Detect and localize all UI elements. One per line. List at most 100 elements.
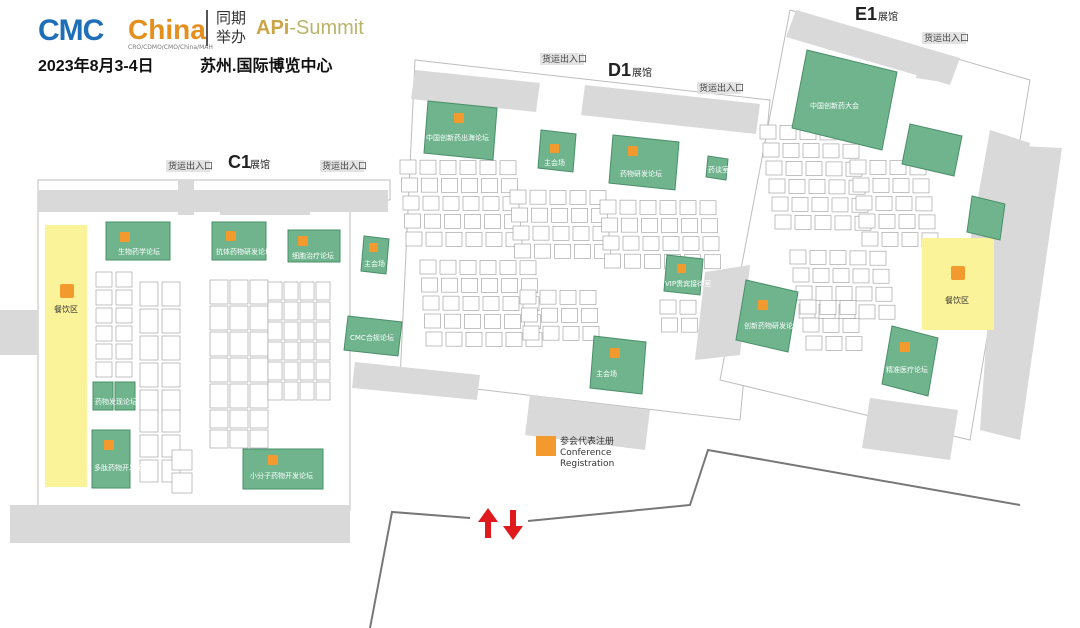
zone-icon [120, 232, 130, 242]
dock-box [320, 160, 364, 172]
booth [832, 268, 850, 283]
food-zone-label: 餐饮区 [54, 304, 78, 314]
booth [95, 361, 113, 378]
food-zone-c1 [45, 225, 87, 487]
booth [249, 383, 269, 409]
booth [659, 200, 677, 215]
green-zone-label: 中国创新药出海论坛 [426, 133, 489, 142]
green-zone [791, 49, 898, 151]
booth [315, 381, 331, 401]
booth [161, 409, 181, 433]
booth [249, 409, 269, 429]
dock-labels: 货运出入口 货运出入口 货运出入口 货运出入口 货运出入口 [166, 32, 969, 172]
booth [209, 409, 229, 429]
booth [399, 159, 417, 175]
booth [229, 357, 249, 383]
booth [229, 383, 249, 409]
booth [642, 236, 660, 251]
booth [624, 253, 641, 269]
zone-icon [454, 113, 464, 123]
booth [267, 341, 283, 361]
booth [819, 299, 837, 315]
wall-segment [525, 395, 650, 450]
event-venue: 苏州.国际博览中心 [200, 58, 333, 75]
booth [299, 281, 315, 301]
zone-icon [758, 300, 768, 310]
registration-label: 参会代表注册 Conference Registration [560, 437, 614, 470]
booth [639, 200, 657, 215]
booth [898, 214, 916, 229]
green-zone-label: CMC合规论坛 [350, 333, 394, 342]
booth [599, 199, 617, 215]
booth [872, 178, 890, 193]
booth [404, 213, 421, 229]
booth [115, 307, 133, 324]
booth [249, 357, 269, 383]
booth [249, 305, 269, 331]
zone-icon [628, 146, 638, 156]
booth [139, 409, 159, 433]
booth [872, 268, 890, 284]
booth [171, 472, 193, 494]
booth [622, 235, 640, 251]
booth [484, 314, 501, 329]
hall-titles: C1 展馆 D1 展馆 E1 展馆 [228, 4, 898, 172]
booth [479, 260, 497, 275]
booth [822, 317, 840, 333]
booth [95, 271, 113, 288]
booth [481, 178, 498, 193]
booth [842, 143, 860, 159]
booth [782, 143, 800, 158]
green-zone [92, 381, 114, 411]
booth [601, 217, 618, 233]
zone-icon [298, 236, 308, 246]
green-zone [105, 221, 171, 261]
booth [139, 362, 159, 388]
booth [519, 260, 537, 276]
booth [115, 289, 133, 306]
booth [779, 125, 797, 140]
booth [419, 159, 437, 175]
booth [459, 259, 477, 275]
dock-label: 货运出入口 [924, 32, 969, 44]
wall-segment [10, 505, 350, 543]
booth [419, 259, 437, 275]
booth [562, 325, 580, 341]
green-zone-label: 药谈室 [708, 165, 729, 174]
booth [405, 231, 423, 247]
booth [161, 335, 181, 361]
booth [661, 317, 678, 333]
api-suffix: -Summit [289, 17, 364, 39]
green-zone-label: 主会场 [544, 158, 565, 167]
booth [771, 196, 789, 212]
booth [481, 278, 498, 293]
booth [465, 232, 483, 247]
booth [829, 250, 847, 265]
green-zone [881, 325, 939, 397]
booth [161, 308, 181, 334]
booth [765, 160, 783, 176]
booth [459, 160, 477, 175]
booth [541, 307, 558, 323]
green-zone [360, 235, 390, 275]
booth [571, 208, 588, 223]
green-zone-label: 精准医疗论坛 [886, 365, 928, 374]
booth [445, 331, 463, 347]
booth [502, 296, 520, 311]
arrow-up-icon [478, 508, 498, 538]
booth [444, 313, 461, 329]
booth [701, 218, 718, 234]
booth [501, 178, 518, 194]
booth [441, 178, 458, 193]
wall-segment [352, 362, 480, 400]
wall-segment [0, 310, 38, 355]
booth [424, 313, 441, 329]
booth [229, 279, 249, 305]
booth [791, 197, 809, 212]
booth [892, 178, 910, 193]
booth [484, 214, 501, 229]
china-logo: China [128, 14, 206, 45]
booth [661, 218, 678, 233]
booth [679, 200, 697, 215]
